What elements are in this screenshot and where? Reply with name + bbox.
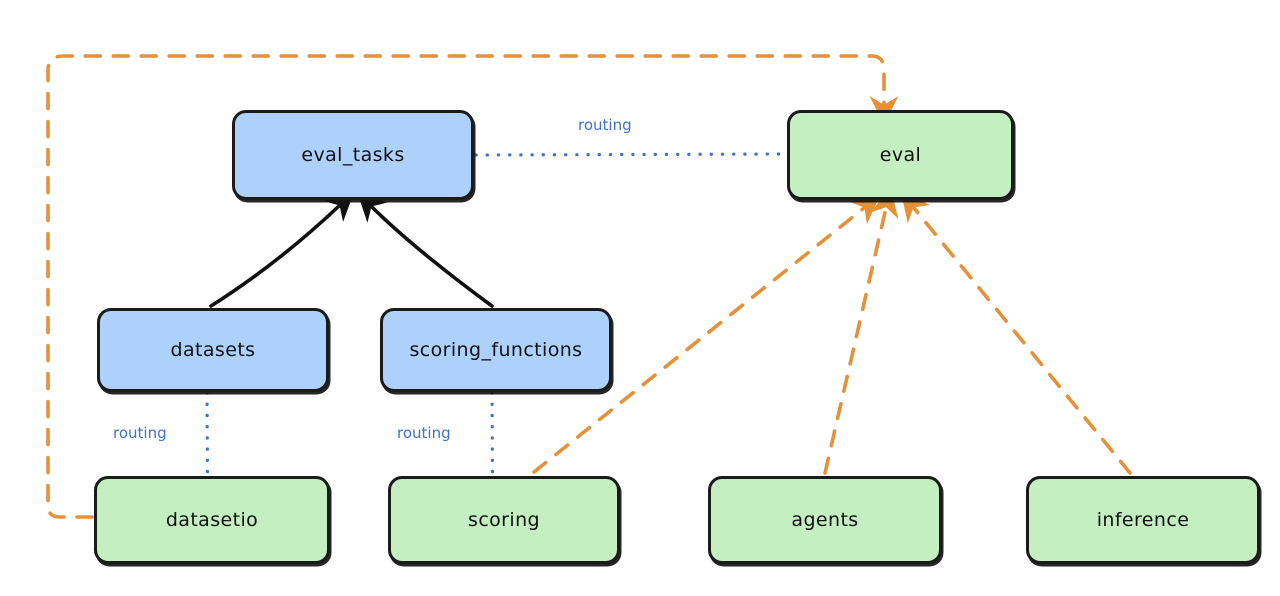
edge-scoring-to-eval: [532, 194, 881, 474]
edge-scoring-functions-to-scoring: [490, 391, 495, 476]
node-scoring-functions[interactable]: scoring_functions: [380, 308, 612, 392]
node-scoring[interactable]: scoring: [388, 476, 620, 564]
edge-datasets-to-datasetio: [205, 391, 210, 476]
node-eval[interactable]: eval: [787, 110, 1014, 200]
node-label: scoring_functions: [409, 339, 583, 361]
edge-label-routing-datasets: routing: [113, 424, 167, 442]
node-label: datasetio: [165, 509, 259, 531]
node-label: eval: [879, 144, 922, 166]
node-inference[interactable]: inference: [1026, 476, 1260, 564]
node-agents[interactable]: agents: [708, 476, 942, 564]
node-label: eval_tasks: [301, 144, 405, 166]
edge-datasets-to-eval-tasks: [209, 191, 355, 308]
node-datasets[interactable]: datasets: [97, 308, 329, 392]
node-eval-tasks[interactable]: eval_tasks: [232, 110, 474, 200]
node-datasetio[interactable]: datasetio: [94, 476, 330, 564]
edge-scoring-functions-to-eval-tasks: [357, 192, 494, 308]
edge-inference-to-eval: [900, 191, 1132, 475]
edge-agents-to-eval: [823, 187, 899, 475]
edge-label-routing-eval-tasks: routing: [578, 116, 632, 134]
edge-label-routing-scoring-functions: routing: [397, 424, 451, 442]
node-label: datasets: [170, 339, 256, 361]
edge-eval-tasks-to-eval: [474, 152, 787, 157]
node-label: agents: [791, 509, 859, 531]
node-label: inference: [1096, 509, 1190, 531]
node-label: scoring: [468, 509, 540, 531]
edge-datasetio-to-eval: [46, 54, 899, 519]
